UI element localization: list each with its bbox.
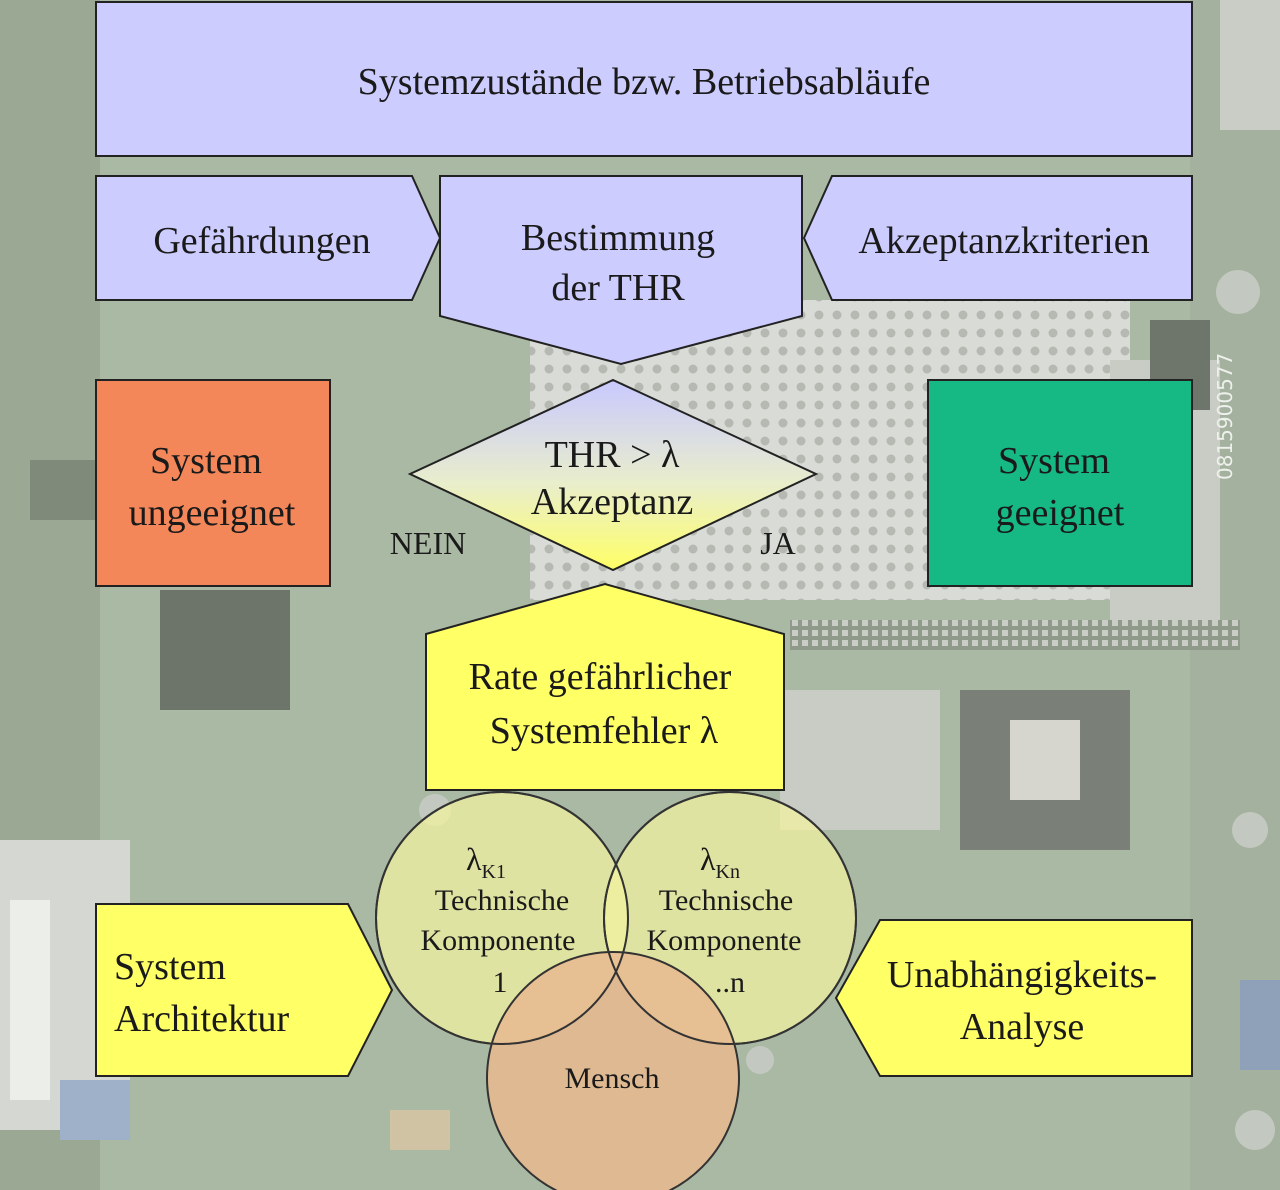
thr-determination-box: Bestimmung der THR: [439, 175, 803, 366]
system-suitable-box: System geeignet: [927, 379, 1193, 587]
independence-analysis-arrow: Unabhängigkeits- Analyse: [834, 919, 1193, 1077]
decision-line1: THR > λ: [545, 434, 680, 476]
acceptance-criteria-arrow: Akzeptanzkriterien: [802, 175, 1193, 301]
component-n-line3: ..n: [715, 966, 745, 999]
failure-rate-line2: Systemfehler λ: [490, 710, 719, 752]
component-1-line3: 1: [493, 966, 508, 999]
system-architecture-line2: Architektur: [114, 998, 290, 1040]
decision-line2: Akzeptanz: [531, 481, 693, 523]
component-1-lambda: λK1: [466, 841, 506, 883]
system-unsuitable-line1: System: [150, 440, 262, 482]
system-suitable-line1: System: [998, 440, 1110, 482]
component-1-line1: Technische: [435, 884, 570, 917]
decision-diamond: THR > λ Akzeptanz: [407, 378, 819, 572]
hazards-label: Gefährdungen: [153, 220, 370, 262]
system-architecture-arrow: System Architektur: [95, 903, 394, 1077]
yes-label: JA: [760, 525, 796, 561]
system-suitable-line2: geeignet: [996, 492, 1125, 534]
acceptance-criteria-label: Akzeptanzkriterien: [858, 220, 1149, 262]
thr-determination-line2: der THR: [551, 267, 685, 309]
component-n-line1: Technische: [659, 884, 794, 917]
component-n-lambda: λKn: [700, 841, 740, 883]
thr-determination-line1: Bestimmung: [521, 217, 715, 259]
system-architecture-line1: System: [114, 946, 226, 988]
hazards-arrow: Gefährdungen: [95, 175, 442, 301]
system-unsuitable-box: System ungeeignet: [95, 379, 331, 587]
board-serial-label: 0815900577: [1213, 353, 1237, 480]
human-label: Mensch: [565, 1062, 660, 1095]
venn-diagram: λK1 Technische Komponente 1 λKn Technisc…: [375, 791, 857, 1190]
human-circle: [486, 951, 740, 1190]
independence-analysis-line1: Unabhängigkeits-: [887, 954, 1157, 996]
failure-rate-box: Rate gefährlicher Systemfehler λ: [425, 582, 785, 791]
independence-analysis-line2: Analyse: [960, 1006, 1085, 1048]
header-box: Systemzustände bzw. Betriebsabläufe: [95, 1, 1193, 157]
system-unsuitable-line2: ungeeignet: [129, 492, 296, 534]
no-label: NEIN: [390, 525, 466, 561]
component-1-line2: Komponente: [421, 924, 576, 957]
header-text: Systemzustände bzw. Betriebsabläufe: [358, 61, 931, 103]
component-n-line2: Komponente: [647, 924, 802, 957]
failure-rate-line1: Rate gefährlicher: [469, 656, 732, 698]
